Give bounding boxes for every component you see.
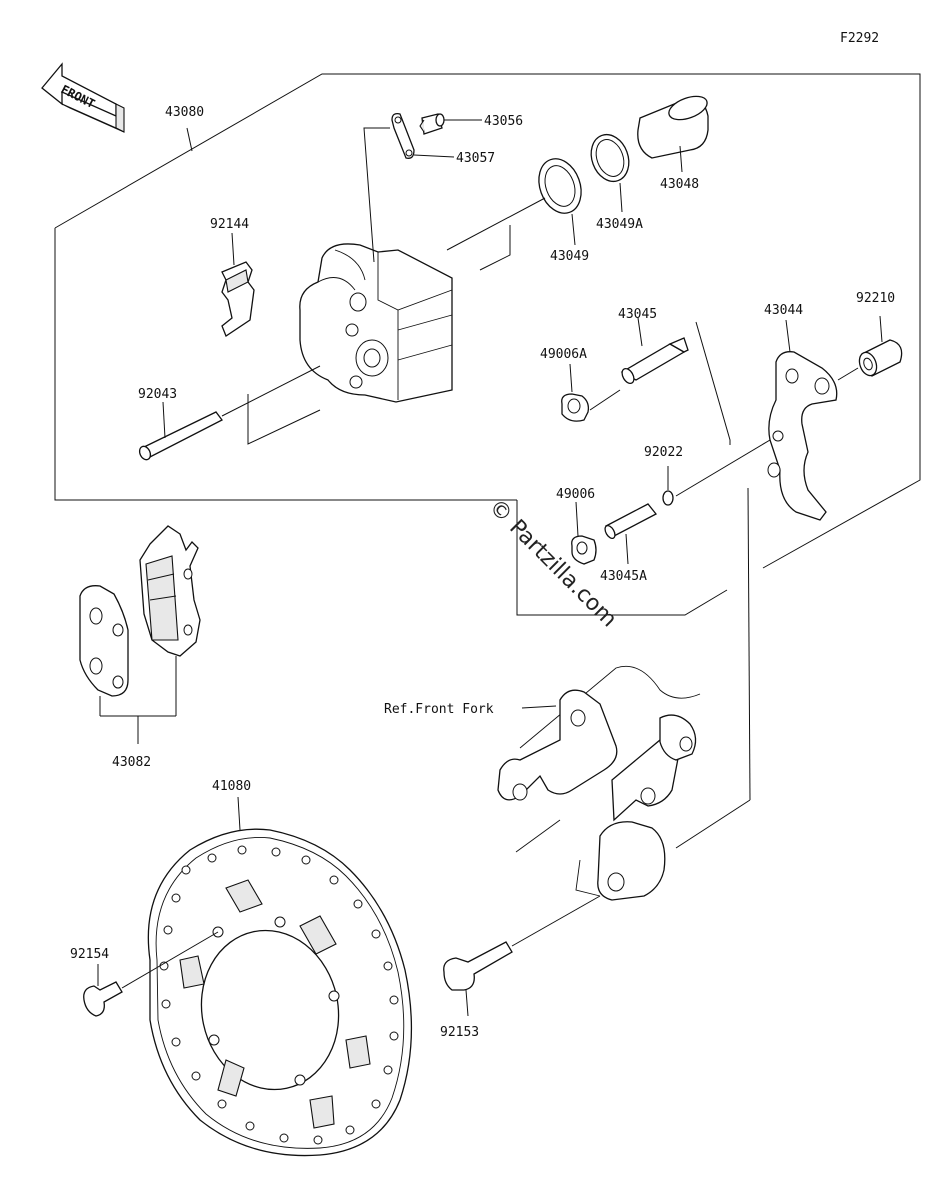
part-label-ref-front-fork: Ref.Front Fork — [384, 702, 494, 717]
pin-boot-49006 — [571, 501, 597, 565]
slide-pin-43045A — [604, 503, 658, 565]
part-label-43082: 43082 — [112, 755, 151, 770]
circlip-92022 — [662, 439, 771, 506]
caliper-bracket-43044 — [695, 319, 838, 521]
part-label-43044: 43044 — [764, 303, 803, 318]
dust-seal-43049 — [446, 158, 582, 271]
part-label-92022: 92022 — [644, 445, 683, 460]
front-arrow-icon: FRONT — [41, 62, 125, 133]
bleeder-cap-43057 — [363, 112, 455, 263]
pad-spring-92144 — [221, 232, 255, 337]
part-label-43057: 43057 — [456, 151, 495, 166]
part-label-92210: 92210 — [856, 291, 895, 306]
part-label-92043: 92043 — [138, 387, 177, 402]
part-label-43045A: 43045A — [600, 569, 647, 584]
part-label-41080: 41080 — [212, 779, 251, 794]
part-label-92144: 92144 — [210, 217, 249, 232]
part-label-92154: 92154 — [70, 947, 109, 962]
part-label-49006A: 49006A — [540, 347, 587, 362]
part-label-43056: 43056 — [484, 114, 523, 129]
part-label-43049A: 43049A — [596, 217, 643, 232]
brake-pad-left — [79, 585, 129, 716]
screw-92154 — [83, 931, 219, 1017]
pad-pin-92043 — [138, 365, 321, 461]
brake-disc-41080 — [147, 796, 413, 1157]
part-label-43080: 43080 — [165, 105, 204, 120]
slide-pin-43045 — [620, 317, 689, 385]
pin-boot-49006A — [561, 363, 621, 422]
seal-ring-43049A — [590, 133, 630, 213]
brake-caliper-body — [299, 243, 453, 403]
watermark: © Partzilla.com — [484, 495, 622, 633]
bleeder-valve-43056 — [419, 113, 482, 135]
piston-43048 — [637, 95, 709, 173]
figure-code: F2292 — [840, 31, 879, 46]
part-label-92153: 92153 — [440, 1025, 479, 1040]
part-label-43045: 43045 — [618, 307, 657, 322]
caliper-assembly-outline — [54, 73, 921, 616]
part-label-43048: 43048 — [660, 177, 699, 192]
bolt-92153 — [443, 895, 601, 1017]
part-label-49006: 49006 — [556, 487, 595, 502]
front-fork-leg — [497, 487, 751, 901]
part-label-43049: 43049 — [550, 249, 589, 264]
brake-pad-right — [139, 525, 201, 716]
collar-92210 — [837, 315, 903, 381]
